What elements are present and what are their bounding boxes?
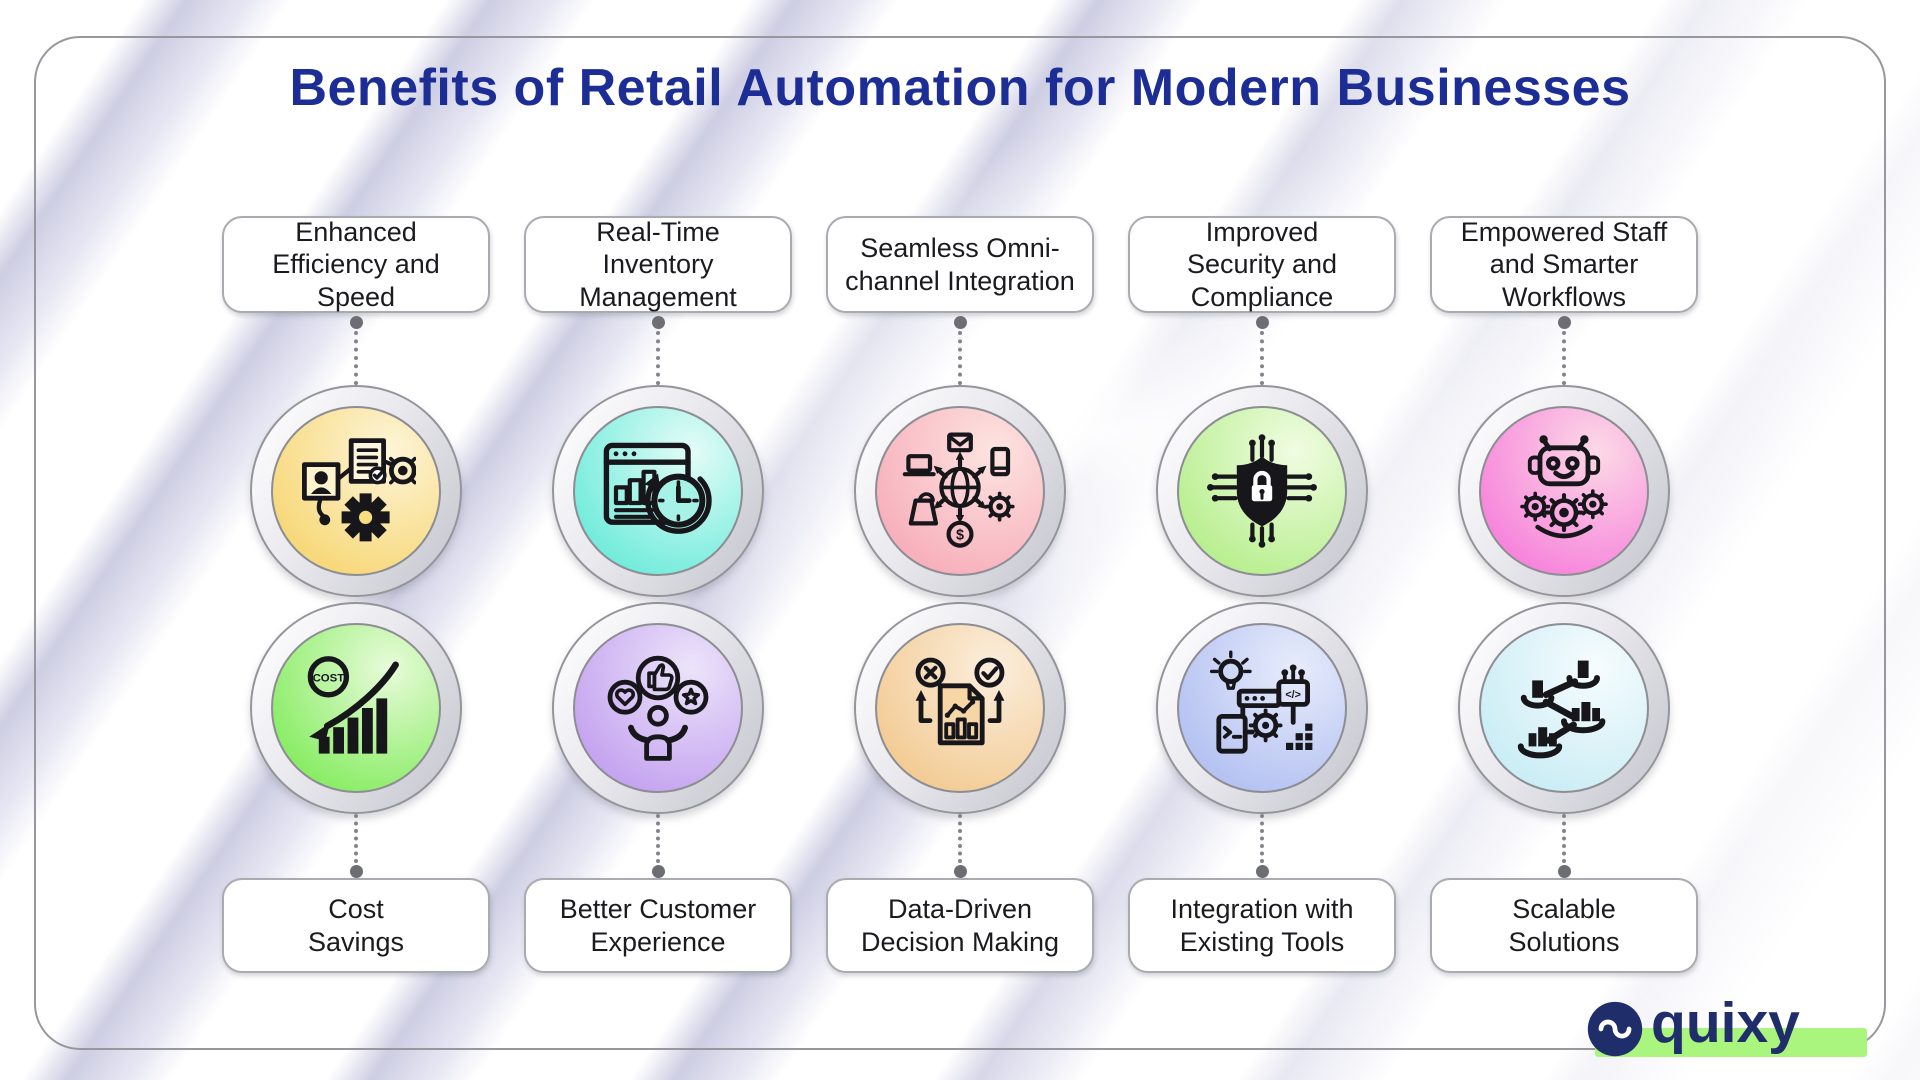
connector-dot (349, 316, 363, 329)
icon-bubble-top (250, 385, 462, 597)
benefit-column-staff: Empowered Staff and Smarter Workflows (1413, 216, 1715, 973)
label-text: Cost Savings (307, 894, 405, 957)
quixy-logo-text: quixy (1651, 991, 1800, 1055)
connector-dot (651, 316, 665, 329)
label-text: Integration with Existing Tools (1170, 894, 1354, 957)
connector-dot (1557, 865, 1571, 878)
benefit-column-inventory: Real-Time Inventory Management (507, 216, 809, 973)
connector-dash (1260, 331, 1264, 385)
connector-dash (958, 331, 962, 385)
connector-line (953, 313, 967, 385)
efficiency-automation-icon (302, 438, 416, 542)
security-compliance-icon (1207, 434, 1317, 548)
label-security-compliance: Improved Security and Compliance (1128, 216, 1396, 313)
svg-text:</>: </> (1285, 689, 1301, 701)
connector-dot (953, 865, 967, 878)
connector-line (953, 814, 967, 878)
label-text: Better Customer Experience (559, 894, 757, 957)
connector-dot (1255, 865, 1269, 878)
customer-experience-icon (607, 655, 709, 761)
label-text: Improved Security and Compliance (1186, 216, 1338, 312)
connector-line (1255, 814, 1269, 878)
connector-dot (1255, 316, 1269, 329)
connector-line (1255, 313, 1269, 385)
benefit-column-efficiency: Enhanced Efficiency and Speed (205, 216, 507, 973)
icon-bubble-bottom: </> (1156, 602, 1368, 814)
benefit-column-omnichannel: Seamless Omni- channel Integration (809, 216, 1111, 973)
icon-bubble-bottom (1458, 602, 1670, 814)
icon-bubble-top (1458, 385, 1670, 597)
connector-dash (656, 814, 660, 863)
label-empowered-staff: Empowered Staff and Smarter Workflows (1430, 216, 1698, 313)
connector-dot (651, 865, 665, 878)
label-text: Seamless Omni- channel Integration (845, 233, 1075, 296)
page-title: Benefits of Retail Automation for Modern… (289, 59, 1631, 117)
label-omnichannel: Seamless Omni- channel Integration (826, 216, 1094, 313)
connector-dash (1562, 814, 1566, 863)
label-text: Enhanced Efficiency and Speed (272, 216, 440, 312)
empowered-staff-icon (1520, 435, 1608, 539)
scalable-solutions-icon (1517, 660, 1606, 759)
label-text: Real-Time Inventory Management (579, 216, 737, 312)
connector-dash (354, 814, 358, 863)
omnichannel-integration-icon: $ (902, 432, 1015, 548)
tools-integration-icon: </> (1209, 650, 1313, 754)
icon-bubble-top: $ (854, 385, 1066, 597)
quixy-logo: quixy (1585, 991, 1885, 1072)
connector-dash (656, 331, 660, 385)
icon-bubble-bottom (552, 602, 764, 814)
connector-dot (953, 316, 967, 329)
connector-line (1557, 814, 1571, 878)
label-text: Empowered Staff and Smarter Workflows (1460, 216, 1668, 312)
label-realtime-inventory: Real-Time Inventory Management (524, 216, 792, 313)
label-cost-savings: Cost Savings (222, 878, 490, 973)
card-border (34, 36, 1886, 1050)
cost-savings-icon: COST (307, 656, 399, 754)
label-tools-integration: Integration with Existing Tools (1128, 878, 1396, 973)
quixy-logo-icon (1587, 1001, 1643, 1057)
svg-text:$: $ (956, 528, 964, 544)
icon-bubble-bottom (854, 602, 1066, 814)
connector-dash (958, 814, 962, 863)
label-enhanced-efficiency: Enhanced Efficiency and Speed (222, 216, 490, 313)
connector-line (651, 814, 665, 878)
benefits-grid: Enhanced Efficiency and Speed (205, 216, 1715, 973)
connector-dot (1557, 316, 1571, 329)
label-text: Scalable Solutions (1508, 894, 1620, 957)
connector-line (349, 313, 363, 385)
icon-bubble-top (1156, 385, 1368, 597)
data-decision-icon (915, 657, 1005, 746)
connector-line (349, 814, 363, 878)
connector-dash (354, 331, 358, 385)
icon-bubble-top (552, 385, 764, 597)
label-data-driven: Data-Driven Decision Making (826, 878, 1094, 973)
connector-line (651, 313, 665, 385)
label-scalable-solutions: Scalable Solutions (1430, 878, 1698, 973)
label-customer-experience: Better Customer Experience (524, 878, 792, 973)
connector-dash (1260, 814, 1264, 863)
connector-dash (1562, 331, 1566, 385)
benefit-column-security: Improved Security and Compliance (1111, 216, 1413, 973)
realtime-inventory-icon (603, 442, 712, 534)
icon-bubble-bottom: COST (250, 602, 462, 814)
label-text: Data-Driven Decision Making (860, 894, 1060, 957)
connector-line (1557, 313, 1571, 385)
svg-text:COST: COST (313, 673, 345, 685)
connector-dot (349, 865, 363, 878)
